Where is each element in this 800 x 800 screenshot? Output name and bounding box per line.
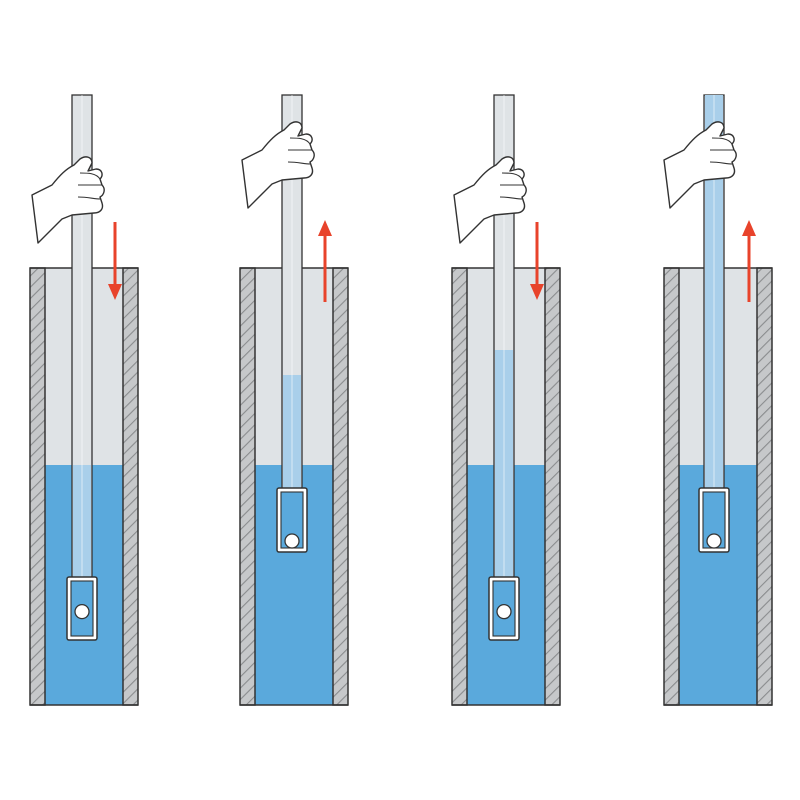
arrow-down-icon: [530, 222, 544, 300]
arrow-up-icon: [318, 220, 332, 302]
hand-fingers: [77, 172, 102, 200]
casing-wall-left: [29, 267, 46, 706]
arrow-down-icon: [108, 222, 122, 300]
arrow-head: [530, 284, 544, 300]
casing-wall-left: [239, 267, 256, 706]
casing-wall-left: [451, 267, 468, 706]
valve-ball: [74, 604, 90, 620]
hand-icon: [241, 121, 315, 209]
casing-wall-right: [332, 267, 349, 706]
pump-panel-3: [451, 94, 561, 706]
arrow-up-icon: [742, 220, 756, 302]
pump-panel-2: [239, 94, 349, 706]
pump-panel-1: [29, 94, 139, 706]
arrow-head: [742, 220, 756, 236]
hand-outline: [241, 121, 315, 209]
hand-outline: [31, 156, 105, 244]
hand-icon: [31, 156, 105, 244]
hand-fingers: [499, 172, 524, 200]
casing-wall-right: [544, 267, 561, 706]
valve-ball: [706, 533, 722, 549]
hand-icon: [663, 121, 737, 209]
casing-wall-left: [663, 267, 680, 706]
arrow-head: [108, 284, 122, 300]
casing-wall-right: [756, 267, 773, 706]
hand-outline: [453, 156, 527, 244]
hand-outline: [663, 121, 737, 209]
pump-panel-4: [663, 94, 773, 706]
hand-fingers: [709, 137, 734, 165]
arrow-head: [318, 220, 332, 236]
casing-wall-right: [122, 267, 139, 706]
hand-fingers: [287, 137, 312, 165]
valve-ball: [496, 604, 512, 620]
valve-ball: [284, 533, 300, 549]
hand-icon: [453, 156, 527, 244]
